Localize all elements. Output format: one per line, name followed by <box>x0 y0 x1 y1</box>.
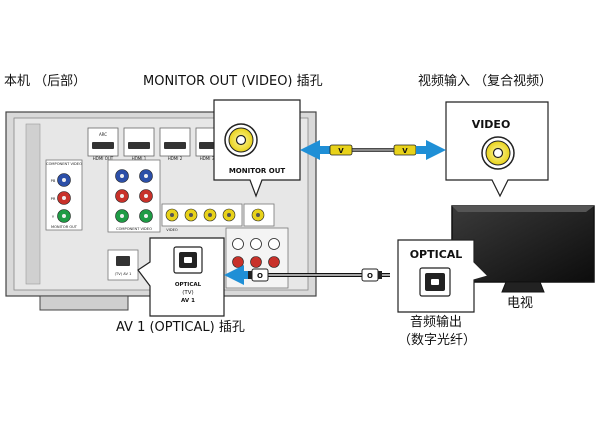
tv-optical-callout <box>397 239 490 313</box>
av1-tv-small-text: (TV) AV 1 <box>115 272 132 276</box>
hdmi-3-text: HDMI 3 <box>200 156 215 161</box>
receiver-label: 本机 （后部） <box>4 74 87 89</box>
component-video-top-text: COMPONENT VIDEO <box>46 162 82 166</box>
av1-optical-callout <box>137 237 225 317</box>
audio-jack-area <box>225 227 289 289</box>
pr-text: PR <box>51 197 56 201</box>
component-video-out <box>45 159 83 231</box>
monitor-out-jack-label: MONITOR OUT (VIDEO) 插孔 <box>143 74 323 89</box>
video-jack-row <box>161 203 275 227</box>
monitor-out-callout-text: MONITOR OUT <box>229 167 286 175</box>
av1-jack-label: AV 1 (OPTICAL) 插孔 <box>116 320 245 335</box>
optical-small-text-2: (TV) <box>182 290 193 296</box>
optical-small-text-1: OPTICAL <box>175 282 202 288</box>
video-cable <box>300 140 446 160</box>
monitor-out-callout <box>213 99 301 198</box>
optical-small-text-3: AV 1 <box>181 298 195 304</box>
video-small-text: VIDEO <box>166 228 178 232</box>
optical-cable-tag-right: O <box>367 272 373 280</box>
video-callout-text: VIDEO <box>472 118 511 131</box>
component-video-in <box>107 159 161 233</box>
y-text: Y <box>52 215 55 219</box>
audio-output-sublabel: （数字光纤） <box>398 333 477 348</box>
video-input-callout <box>445 101 549 198</box>
optical-callout-text: OPTICAL <box>410 248 463 261</box>
hdmi-2-text: HDMI 2 <box>168 156 183 161</box>
pb-text: PB <box>51 179 56 183</box>
panel-optical-socket <box>107 249 139 281</box>
monitor-out-small-text: MONITOR OUT <box>51 225 78 229</box>
video-cable-tag-right: V <box>402 147 408 155</box>
video-input-label: 视频输入 （复合视频） <box>418 74 553 89</box>
component-video-mid-text: COMPONENT VIDEO <box>116 227 152 231</box>
hdmi-row <box>87 127 219 157</box>
arc-text: ARC <box>99 132 107 137</box>
optical-cable <box>224 265 390 285</box>
audio-output-label: 音频输出 <box>410 315 463 330</box>
optical-cable-tag-left: O <box>257 272 263 280</box>
hdmi-out-text: HDMI OUT <box>93 156 114 161</box>
hdmi-1-text: HDMI 1 <box>132 156 147 161</box>
video-cable-tag-left: V <box>338 147 344 155</box>
tv-label: 电视 <box>507 296 534 311</box>
